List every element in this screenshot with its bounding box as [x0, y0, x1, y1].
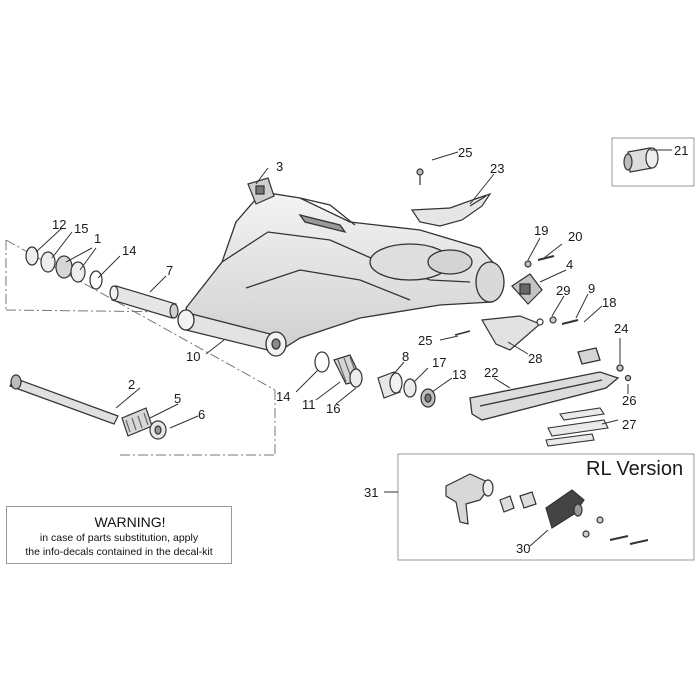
callout-17: 17 [432, 355, 447, 370]
callout-4: 4 [566, 257, 574, 272]
chain-guard [410, 168, 492, 227]
protector-pads [545, 407, 609, 447]
rl-version-parts [445, 473, 649, 545]
callout-12: 12 [52, 217, 67, 232]
callout-5: 5 [174, 391, 182, 406]
warning-line-1: in case of parts substitution, apply [39, 532, 199, 544]
callout-13: 13 [452, 367, 467, 382]
callout-25-upper: 25 [458, 145, 473, 160]
callout-1: 1 [94, 231, 102, 246]
pivot-axle [9, 374, 119, 425]
warning-heading: WARNING! [94, 514, 166, 530]
leader-lines [35, 149, 672, 547]
callout-31: 31 [364, 485, 379, 500]
spacer-tube [109, 285, 179, 319]
callout-20: 20 [568, 229, 583, 244]
callout-16: 16 [326, 401, 341, 416]
cap-part [247, 177, 275, 205]
callout-26: 26 [622, 393, 637, 408]
callout-25-lower: 25 [418, 333, 433, 348]
callout-14-upper: 14 [122, 243, 137, 258]
small-bracket [454, 315, 579, 351]
callout-15: 15 [74, 221, 89, 236]
right-pivot-parts [314, 351, 436, 408]
warning-icon-spacer [72, 515, 90, 529]
adjuster-and-nut [121, 407, 167, 440]
chain-slider-bracket [511, 255, 555, 305]
warning-line-2: the info-decals contained in the decal-k… [25, 546, 213, 558]
callout-24: 24 [614, 321, 629, 336]
callout-23: 23 [490, 161, 505, 176]
callout-19: 19 [534, 223, 549, 238]
callout-9: 9 [588, 281, 596, 296]
callout-3: 3 [276, 159, 284, 174]
callout-21: 21 [674, 143, 689, 158]
callout-8: 8 [402, 349, 410, 364]
callout-29: 29 [556, 283, 571, 298]
warning-box: WARNING! in case of parts substitution, … [6, 506, 232, 564]
rl-version-title: RL Version [586, 458, 684, 480]
rl-version-box [397, 453, 695, 561]
left-bearing-stack [25, 246, 103, 290]
callout-2: 2 [128, 377, 136, 392]
callout-10: 10 [186, 349, 201, 364]
callout-7: 7 [166, 263, 174, 278]
callout-14-lower: 14 [276, 389, 291, 404]
chain-pad [469, 347, 632, 421]
callout-18: 18 [602, 295, 617, 310]
callout-22: 22 [484, 365, 499, 380]
pivot-tube [177, 309, 287, 357]
part-21-bushing [623, 147, 659, 173]
callout-11: 11 [302, 397, 316, 412]
callout-27: 27 [622, 417, 637, 432]
callout-28: 28 [528, 351, 543, 366]
callout-30: 30 [516, 541, 531, 556]
callout-6: 6 [198, 407, 206, 422]
